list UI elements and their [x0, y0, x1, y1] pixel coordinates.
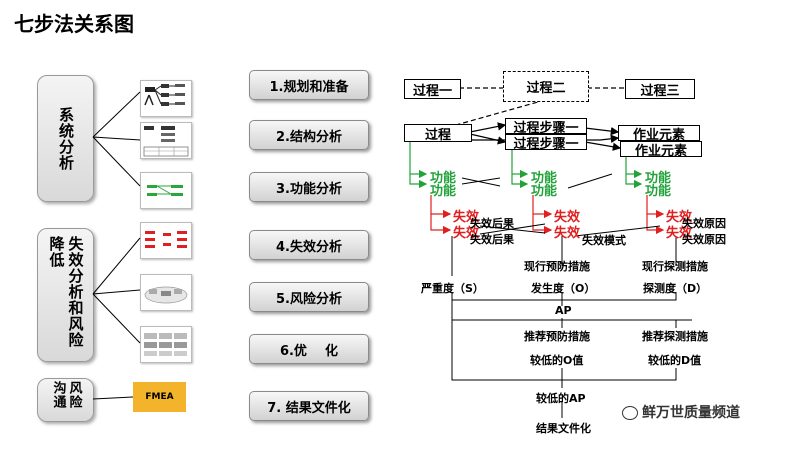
- function-label: 功能: [531, 184, 558, 199]
- step-7-documentation[interactable]: 7. 结果文件化: [249, 391, 369, 421]
- process-1-box: 过程一: [404, 79, 461, 99]
- failure-cause-label: 失效原因: [682, 217, 726, 230]
- process-box: 过程: [404, 124, 472, 143]
- structure-table-icon: [140, 122, 192, 159]
- step-1-planning[interactable]: 1.规划和准备: [249, 70, 369, 100]
- result-documentation-label: 结果文件化: [536, 422, 591, 435]
- process-step-1-box: 过程步骤一: [505, 118, 587, 136]
- detection-label: 探测度（D）: [643, 282, 708, 295]
- severity-label: 严重度（S）: [421, 282, 484, 295]
- function-label: 功能: [430, 171, 457, 186]
- failure-effect-label: 失效后果: [470, 217, 514, 230]
- occurrence-label: 发生度（O）: [531, 282, 596, 295]
- page-title: 七步法关系图: [14, 12, 134, 36]
- current-prevention-label: 现行预防措施: [524, 260, 590, 273]
- failure-mode-label: 失效模式: [582, 234, 626, 247]
- failure-effect-label: 失效后果: [470, 233, 514, 246]
- lower-ap-label: 较低的AP: [536, 392, 586, 405]
- wechat-icon: [622, 406, 638, 420]
- function-label: 功能: [645, 171, 672, 186]
- failure-label: 失效: [666, 210, 693, 225]
- current-detection-label: 现行探测措施: [642, 260, 708, 273]
- failure-label: 失效: [453, 210, 480, 225]
- process-step-2-box: 过程步骤一: [505, 134, 587, 152]
- group-label: 风险沟通: [50, 381, 82, 409]
- failure-label: 失效: [666, 226, 693, 241]
- failure-label: 失效: [554, 226, 581, 241]
- red-failure-net-icon: [140, 222, 192, 259]
- watermark: 鲜万世质量频道: [622, 402, 740, 422]
- work-element-2-box: 作业元素: [620, 141, 702, 159]
- group-label: 系统分析: [57, 106, 75, 171]
- step-3-function-analysis[interactable]: 3.功能分析: [249, 172, 369, 202]
- watermark-text: 鲜万世质量频道: [642, 405, 740, 421]
- lower-o-label: 较低的O值: [530, 354, 584, 367]
- group-label: 失效分析和风险降低: [47, 236, 85, 348]
- step-4-failure-analysis[interactable]: 4.失效分析: [249, 230, 369, 260]
- step-2-structure-analysis[interactable]: 2.结构分析: [249, 120, 369, 150]
- recommended-prevention-label: 推荐预防措施: [524, 330, 590, 343]
- group-risk-communication: 风险沟通: [37, 378, 94, 422]
- step-6-optimization[interactable]: 6.优 化: [249, 334, 369, 364]
- work-element-1-box: 作业元素: [618, 125, 700, 143]
- process-3-box: 过程三: [625, 79, 695, 99]
- failure-cause-label: 失效原因: [682, 233, 726, 246]
- tree-diagram-icon: [140, 80, 192, 117]
- green-function-net-icon: [140, 172, 192, 209]
- process-2-box: 过程二: [503, 71, 589, 102]
- lower-d-label: 较低的D值: [648, 354, 702, 367]
- optimization-form-icon: [140, 326, 192, 363]
- function-label: 功能: [430, 184, 457, 199]
- step-5-risk-analysis[interactable]: 5.风险分析: [249, 282, 369, 312]
- fmea-report-icon: FMEA: [133, 382, 186, 412]
- recommended-detection-label: 推荐探测措施: [642, 330, 708, 343]
- failure-label: 失效: [453, 226, 480, 241]
- function-label: 功能: [645, 184, 672, 199]
- group-system-analysis: 系统分析: [37, 75, 94, 202]
- failure-label: 失效: [554, 210, 581, 225]
- risk-form-icon: [140, 274, 192, 311]
- function-label: 功能: [531, 171, 558, 186]
- ap-label: AP: [555, 304, 572, 317]
- fmea-label: FMEA: [145, 392, 174, 402]
